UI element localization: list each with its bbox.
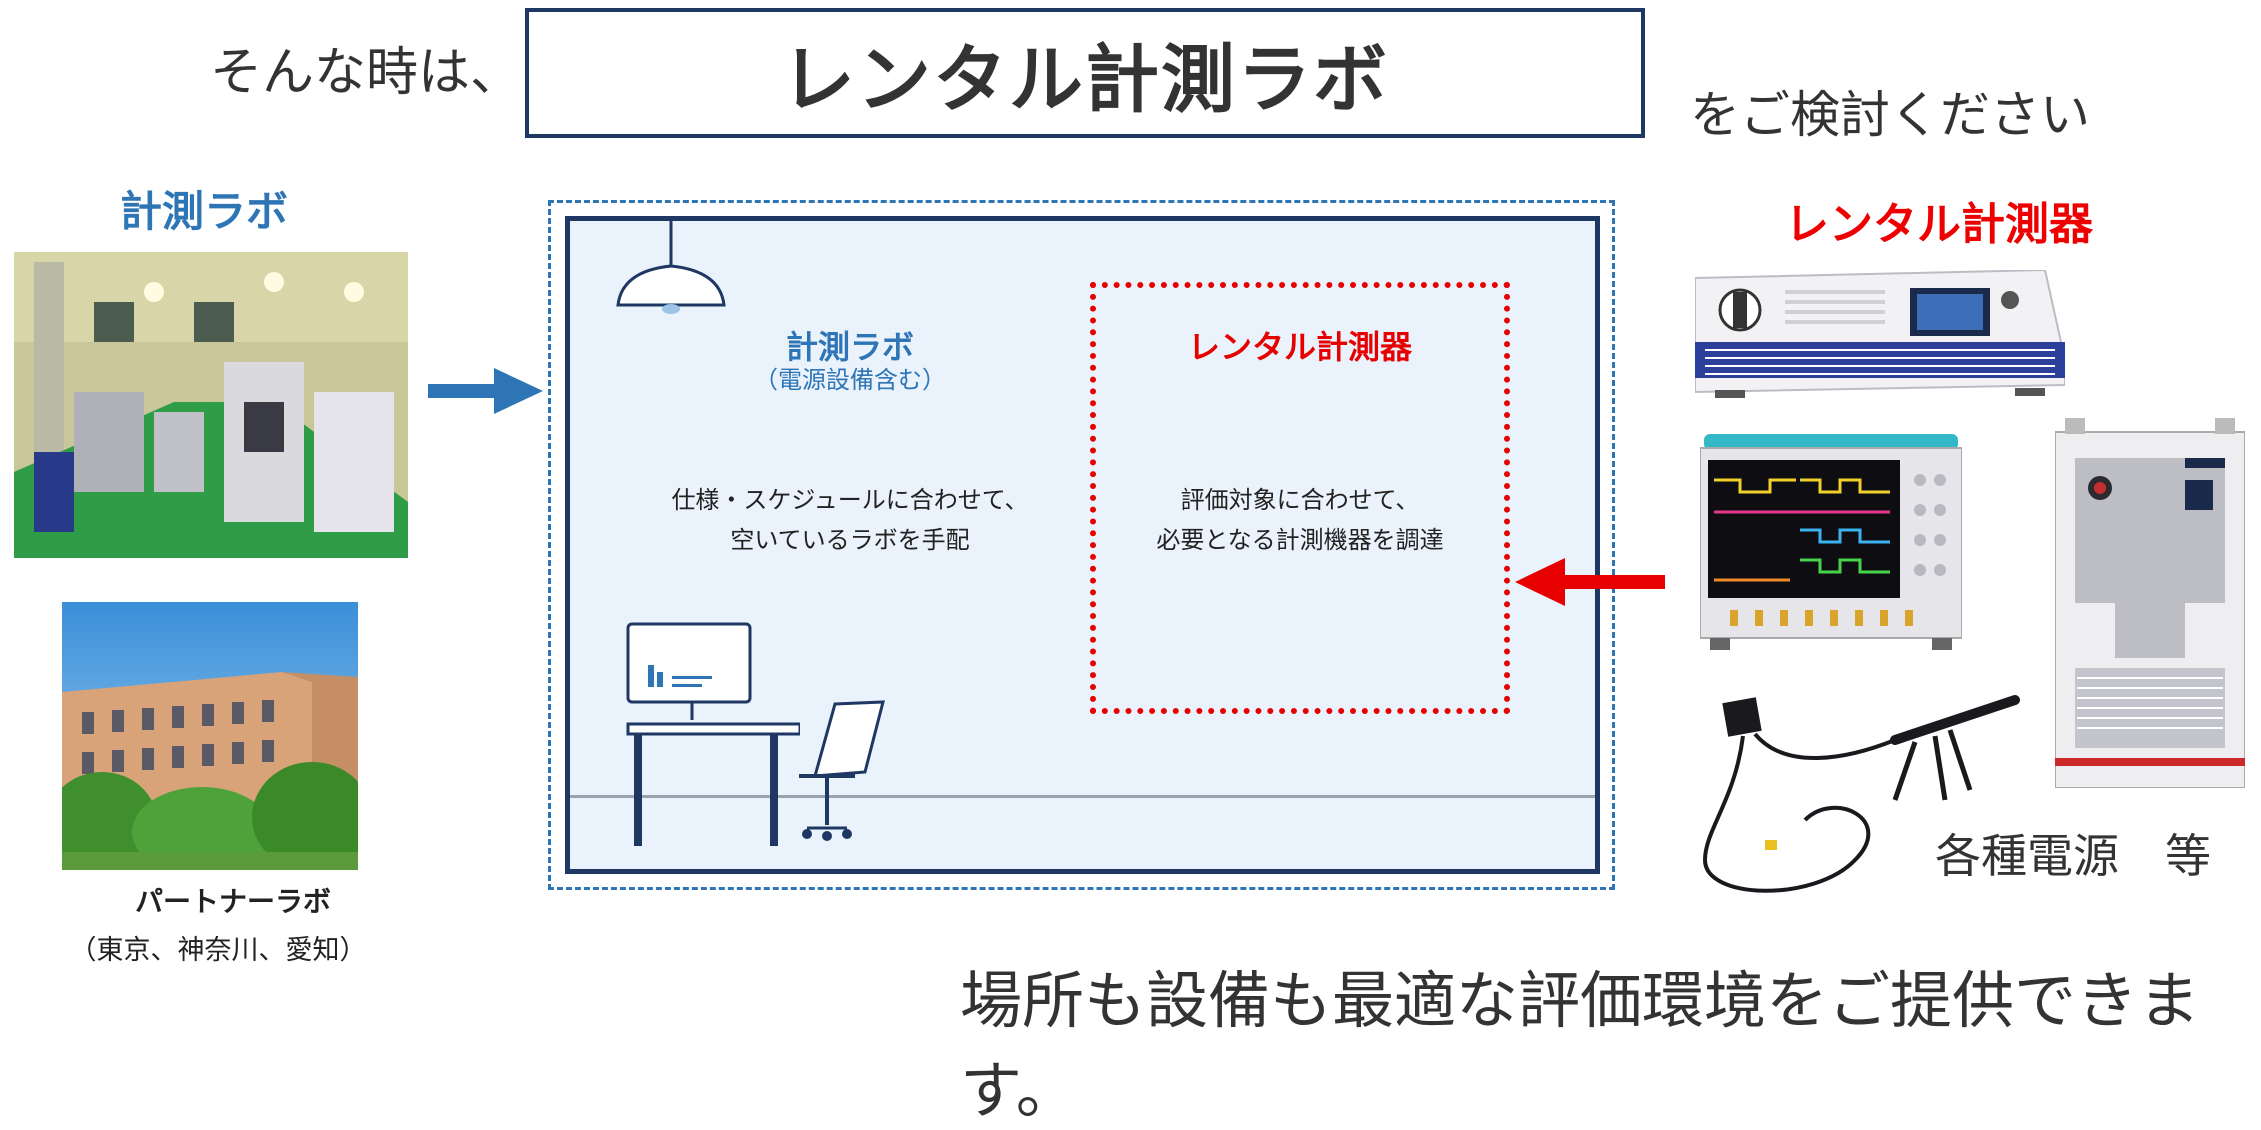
footer-message: 場所も設備も最適な評価環境をご提供できます。 xyxy=(960,964,2201,1127)
rental-equipment-zone xyxy=(1090,282,1510,714)
room-lab-subtitle: （電源設備含む） xyxy=(754,366,946,394)
room-lab-desc-line1: 仕様・スケジュールに合わせて、 xyxy=(671,486,1029,514)
cabinet-power-supply-image xyxy=(2055,418,2245,788)
ceiling-lamp-icon xyxy=(616,221,726,314)
partner-lab-photo xyxy=(62,602,358,870)
room-lab-title: 計測ラボ xyxy=(785,328,914,366)
room-rental-desc-line2: 必要となる計測機器を調達 xyxy=(1156,526,1444,554)
desk-with-monitor-icon xyxy=(626,622,800,846)
floor-line xyxy=(570,795,1595,798)
lab-interior-photo xyxy=(14,252,408,558)
partner-lab-locations: （東京、神奈川、愛知） xyxy=(69,935,367,966)
page-title: レンタル計測ラボ xyxy=(781,36,1389,123)
room-panel xyxy=(565,216,1600,874)
room-lab-description: 仕様・スケジュールに合わせて、 空いているラボを手配 xyxy=(640,480,1060,560)
rental-equipment-label: レンタル計測器 xyxy=(1785,199,2093,250)
office-chair-icon xyxy=(799,700,885,841)
room-lab-desc-line2: 空いているラボを手配 xyxy=(730,526,970,554)
room-rental-description: 評価対象に合わせて、 必要となる計測機器を調達 xyxy=(1105,480,1495,560)
oscilloscope-image xyxy=(1700,434,1962,650)
lead-text: そんな時は、 xyxy=(210,43,523,103)
rack-power-supply-image xyxy=(1695,270,2065,398)
lab-label: 計測ラボ xyxy=(120,187,289,236)
room-rental-desc-line1: 評価対象に合わせて、 xyxy=(1180,486,1420,514)
tail-text: をご検討ください xyxy=(1690,86,2090,144)
room-rental-title: レンタル計測器 xyxy=(1187,328,1412,366)
partner-lab-title: パートナーラボ xyxy=(134,885,331,918)
room-dashed-frame xyxy=(548,200,1615,890)
power-supplies-label: 各種電源 等 xyxy=(1935,829,2211,883)
title-box: レンタル計測ラボ xyxy=(525,8,1645,138)
arrow-left-icon xyxy=(1515,558,1665,606)
current-probe-image xyxy=(1702,695,2020,893)
arrow-right-icon xyxy=(428,368,543,414)
